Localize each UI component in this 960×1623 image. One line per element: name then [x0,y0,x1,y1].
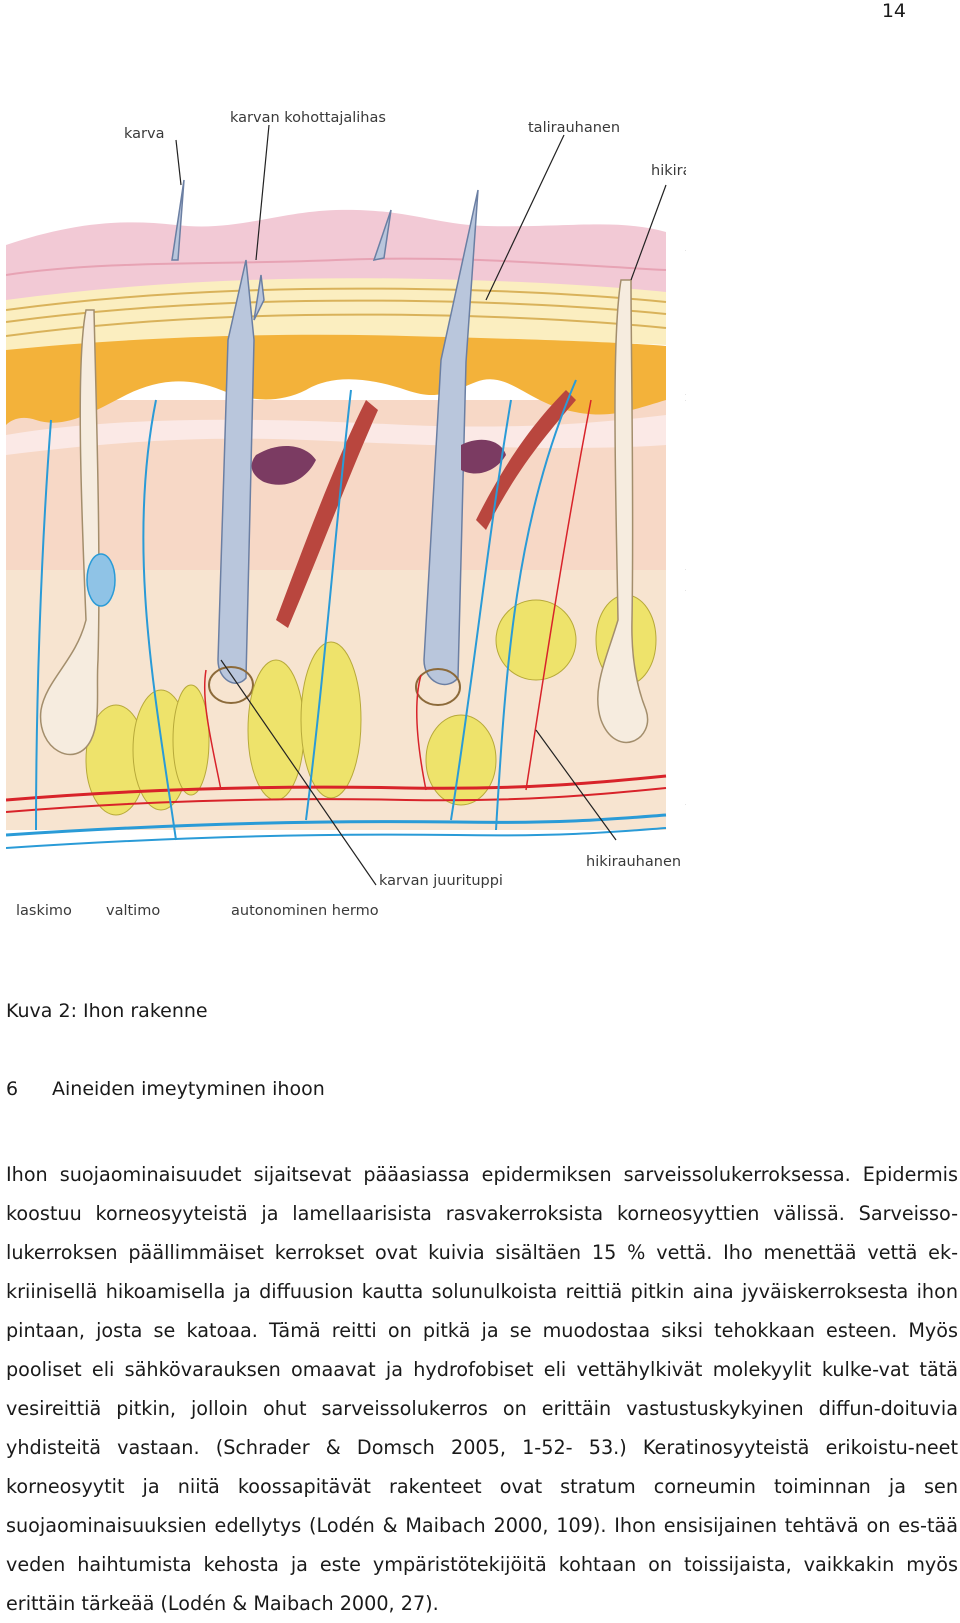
sensory-corpuscle [86,553,116,607]
label-hikirauhanen: hikirauhanen [586,854,681,870]
capillaries [203,399,592,791]
leader-lines [175,124,667,886]
hair-follicle-left [217,259,255,684]
label-talirauhanen: talirauhanen [528,120,620,136]
sebaceous-gland-right [461,439,506,474]
page-number: 14 [881,0,906,22]
label-hikirauhasaukko: hikirauhasaukko [651,163,686,179]
label-kohottajalihas: karvan kohottajalihas [230,110,386,126]
body-paragraph: Ihon suojaominaisuudet sijaitsevat pääas… [6,1163,958,1615]
label-valtimo: valtimo [106,903,160,919]
label-laskimo: laskimo [16,903,72,919]
artery [6,774,667,802]
sebaceous-gland-left [251,445,316,485]
label-juurituppi: karvan juurituppi [379,873,503,889]
label-karva: karva [124,126,164,142]
epidermis-basal [6,334,666,425]
section-title: Aineiden imeytyminen ihoon [52,1078,325,1100]
section-heading: 6 Aineiden imeytyminen ihoon [6,1078,325,1100]
arrector-muscle-left [276,400,378,628]
vein [6,813,667,837]
skin-diagram: karva karvan kohottajalihas talirauhanen… [6,110,686,919]
dermis-band [6,415,666,455]
section-number: 6 [6,1078,19,1100]
figure-caption: Kuva 2: Ihon rakenne [6,1000,208,1022]
sweat-gland-left [39,309,100,756]
nerves [35,379,577,841]
label-hermo: autonominen hermo [231,903,379,919]
skin-structure-figure: karva karvan kohottajalihas talirauhanen… [6,100,686,930]
arrector-muscle-right [476,390,576,530]
stratum-corneum [6,278,666,355]
sweat-gland-right [597,279,649,743]
hair-shaft [171,179,185,261]
